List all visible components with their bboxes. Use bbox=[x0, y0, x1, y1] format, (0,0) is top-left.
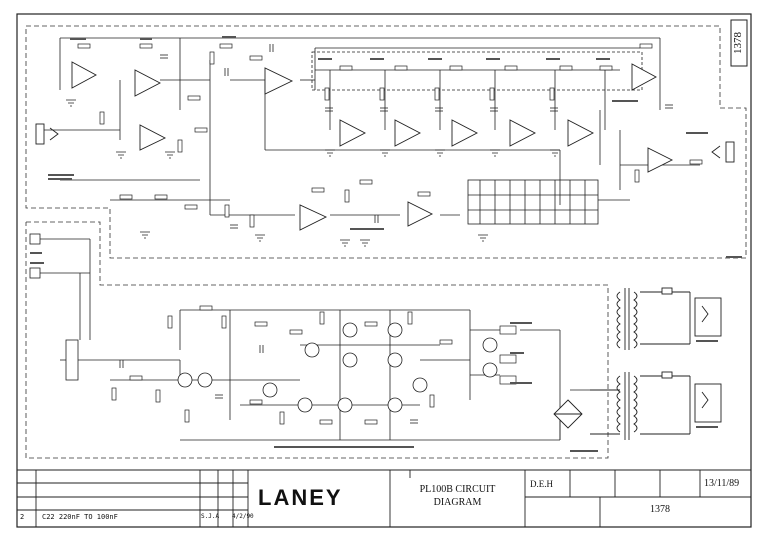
resistors-power bbox=[111, 305, 517, 425]
transformers bbox=[590, 287, 722, 440]
revision-initials: S.J.A bbox=[201, 513, 220, 520]
side-number-box bbox=[730, 19, 748, 67]
resistors-upper bbox=[77, 43, 703, 228]
revision-date: 4/2/90 bbox=[232, 513, 254, 520]
capacitors-upper bbox=[160, 44, 673, 229]
preamp-wiring bbox=[40, 37, 700, 225]
revision-description: C22 220nF TO 100nF bbox=[42, 513, 118, 521]
side-drawing-number: 1378 bbox=[732, 32, 744, 54]
drawn-by: D.E.H bbox=[530, 479, 553, 489]
dashed-enclosures bbox=[25, 25, 747, 459]
title-block-grid bbox=[17, 469, 751, 527]
drawing-title: PL100B CIRCUIT DIAGRAM bbox=[395, 483, 520, 509]
footswitch-jacks bbox=[29, 233, 91, 381]
input-jacks bbox=[35, 123, 735, 163]
drawing-date: 13/11/89 bbox=[704, 478, 740, 489]
outer-border bbox=[16, 13, 752, 528]
brand-logo-text: LANEY bbox=[258, 485, 343, 510]
rectifier-bridge bbox=[553, 399, 583, 429]
capacitors-power bbox=[119, 345, 418, 424]
drawing-number: 1378 bbox=[650, 504, 670, 515]
drawing-title-line2: DIAGRAM bbox=[433, 497, 482, 508]
op-amps bbox=[71, 61, 674, 231]
component-label-marks bbox=[30, 36, 742, 452]
drawing-title-line1: PL100B CIRCUIT bbox=[419, 484, 496, 495]
revision-index: 2 bbox=[20, 513, 25, 521]
ground-symbols-upper bbox=[66, 99, 560, 247]
transistors bbox=[177, 322, 498, 413]
